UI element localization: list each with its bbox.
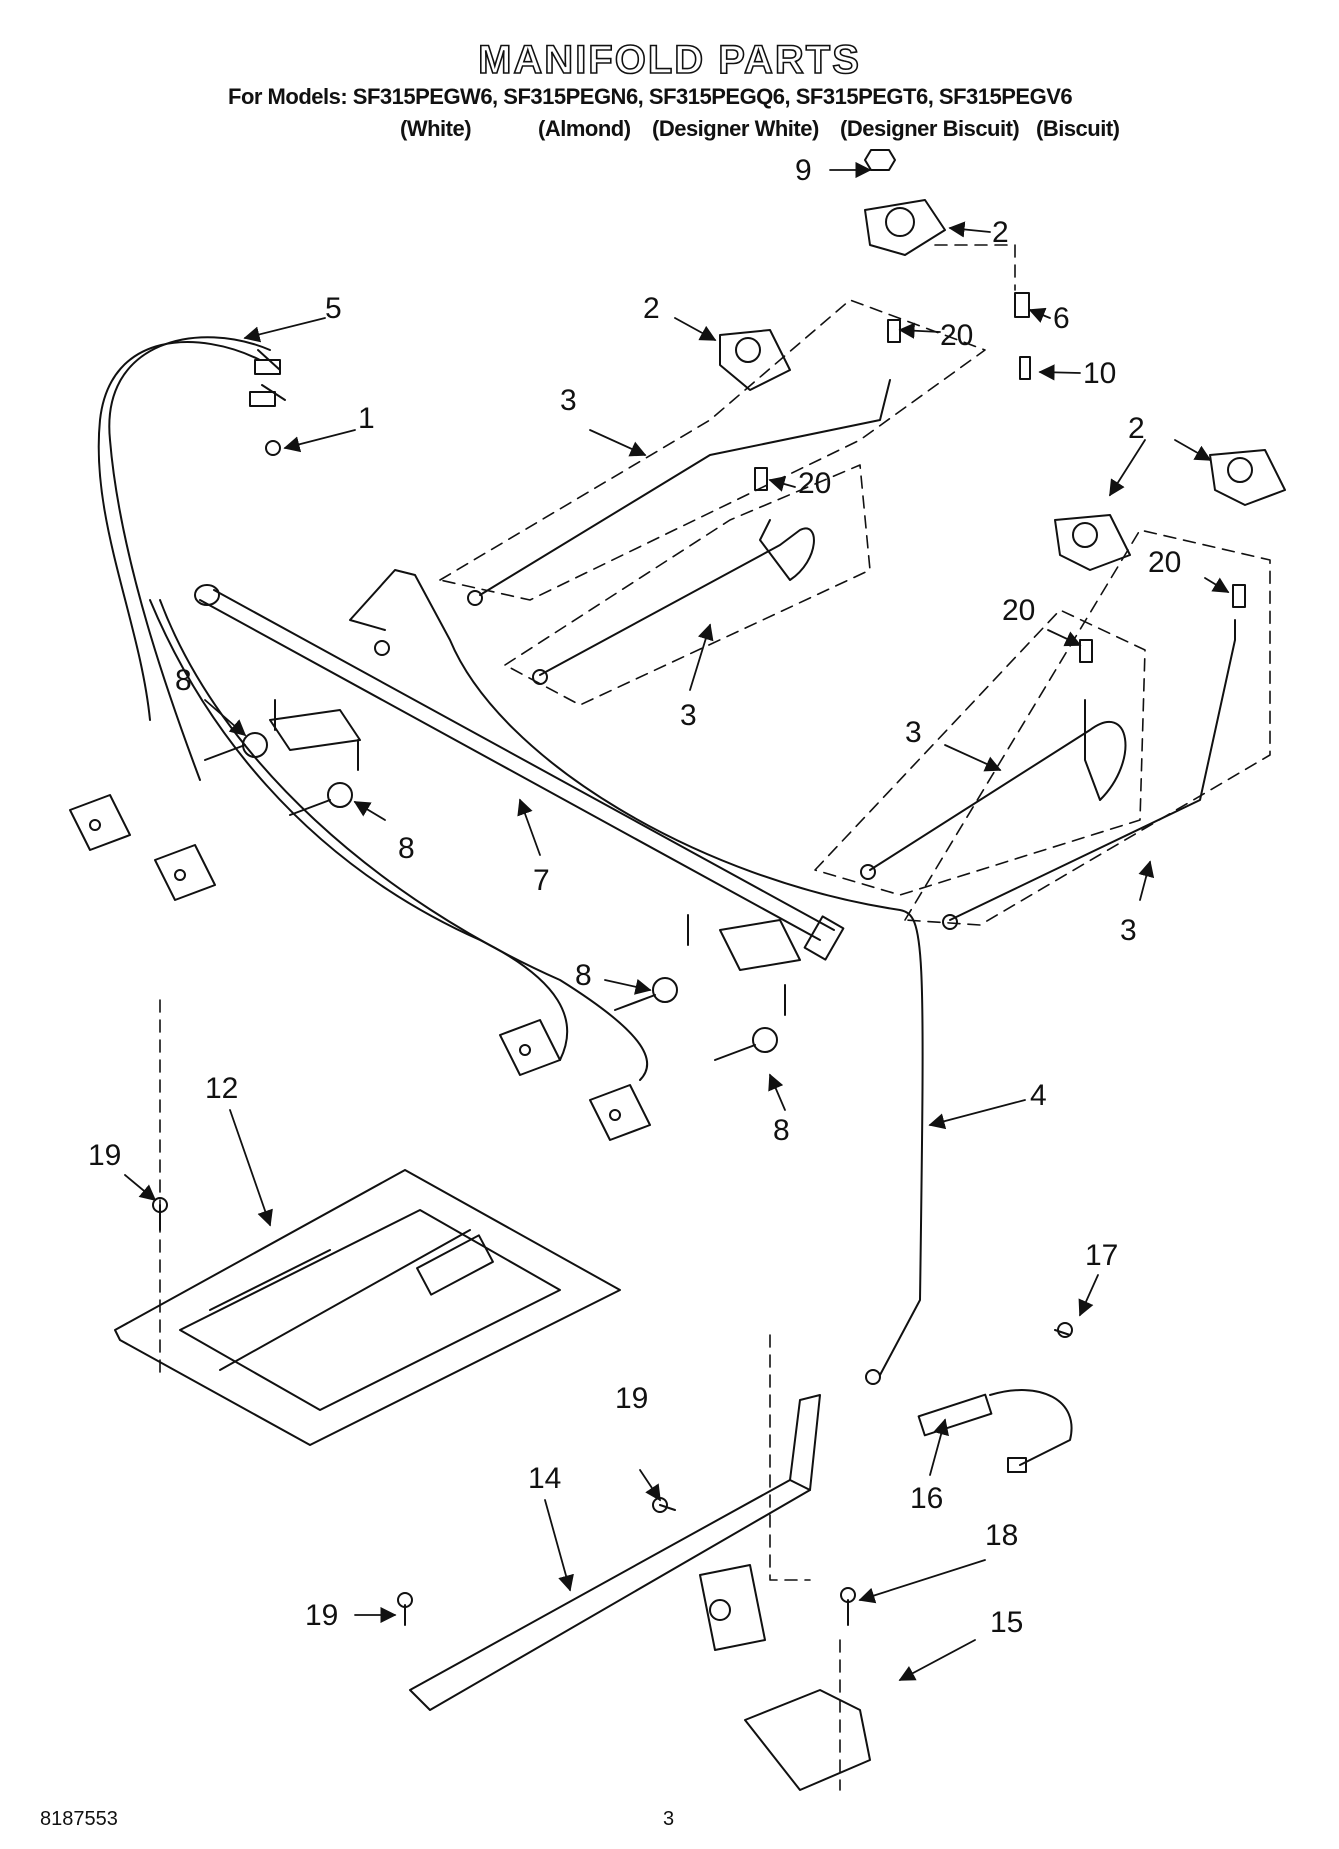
manifold-pipe [194,584,845,961]
oven-burner [409,1394,821,1711]
callout: 10 [1083,357,1116,390]
callout: 3 [905,716,922,749]
callout: 9 [795,154,812,187]
screws [152,440,1073,1626]
wiring-harness [97,336,649,1081]
callout: 8 [175,664,192,697]
callout: 6 [1053,302,1070,335]
page-number: 3 [663,1808,675,1830]
callout: 20 [1002,594,1035,627]
callout: 17 [1085,1239,1118,1272]
doc-number: 8187553 [40,1808,118,1830]
callout: 15 [990,1606,1023,1639]
callout: 20 [1148,546,1181,579]
callout: 12 [205,1072,238,1105]
callout-leaders [124,161,1230,1681]
callout: 2 [643,292,660,325]
oven-igniter [917,1389,1073,1473]
color-designer-biscuit: (Designer Biscuit) [840,116,1020,141]
models-line: For Models: SF315PEGW6, SF315PEGN6, SF31… [228,84,1073,109]
callout: 18 [985,1519,1018,1552]
callout: 19 [305,1599,338,1632]
callout: 3 [560,384,577,417]
color-almond: (Almond) [538,116,631,141]
callout-numbers: 9 2 6 2 20 10 5 1 3 20 2 2 20 20 3 3 8 8… [88,154,1181,1639]
callout: 19 [88,1139,121,1172]
callout: 19 [615,1382,648,1415]
dashed-assembly-lines [159,244,1271,1791]
callout: 3 [680,699,697,732]
burner-base-pan [114,1169,621,1446]
callout: 8 [398,832,415,865]
manifold-brackets [269,709,801,971]
safety-valve [699,1564,871,1791]
igniter-switches [69,794,651,1141]
callout: 7 [533,864,550,897]
burner-valves [204,699,786,1061]
burner-caps [719,199,1286,571]
gas-tubes [349,379,1236,1385]
callout: 2 [1128,412,1145,445]
callout: 20 [798,467,831,500]
color-biscuit: (Biscuit) [1036,116,1120,141]
callout: 8 [575,959,592,992]
callout: 2 [992,216,1009,249]
callout: 5 [325,292,342,325]
color-designer-white: (Designer White) [652,116,819,141]
callout: 3 [1120,914,1137,947]
color-white: (White) [400,116,472,141]
callout: 8 [773,1114,790,1147]
callout: 16 [910,1482,943,1515]
page-title: MANIFOLD PARTS [477,37,861,83]
callout: 20 [940,319,973,352]
callout: 14 [528,1462,561,1495]
callout: 1 [358,402,375,435]
callout: 4 [1030,1079,1047,1112]
